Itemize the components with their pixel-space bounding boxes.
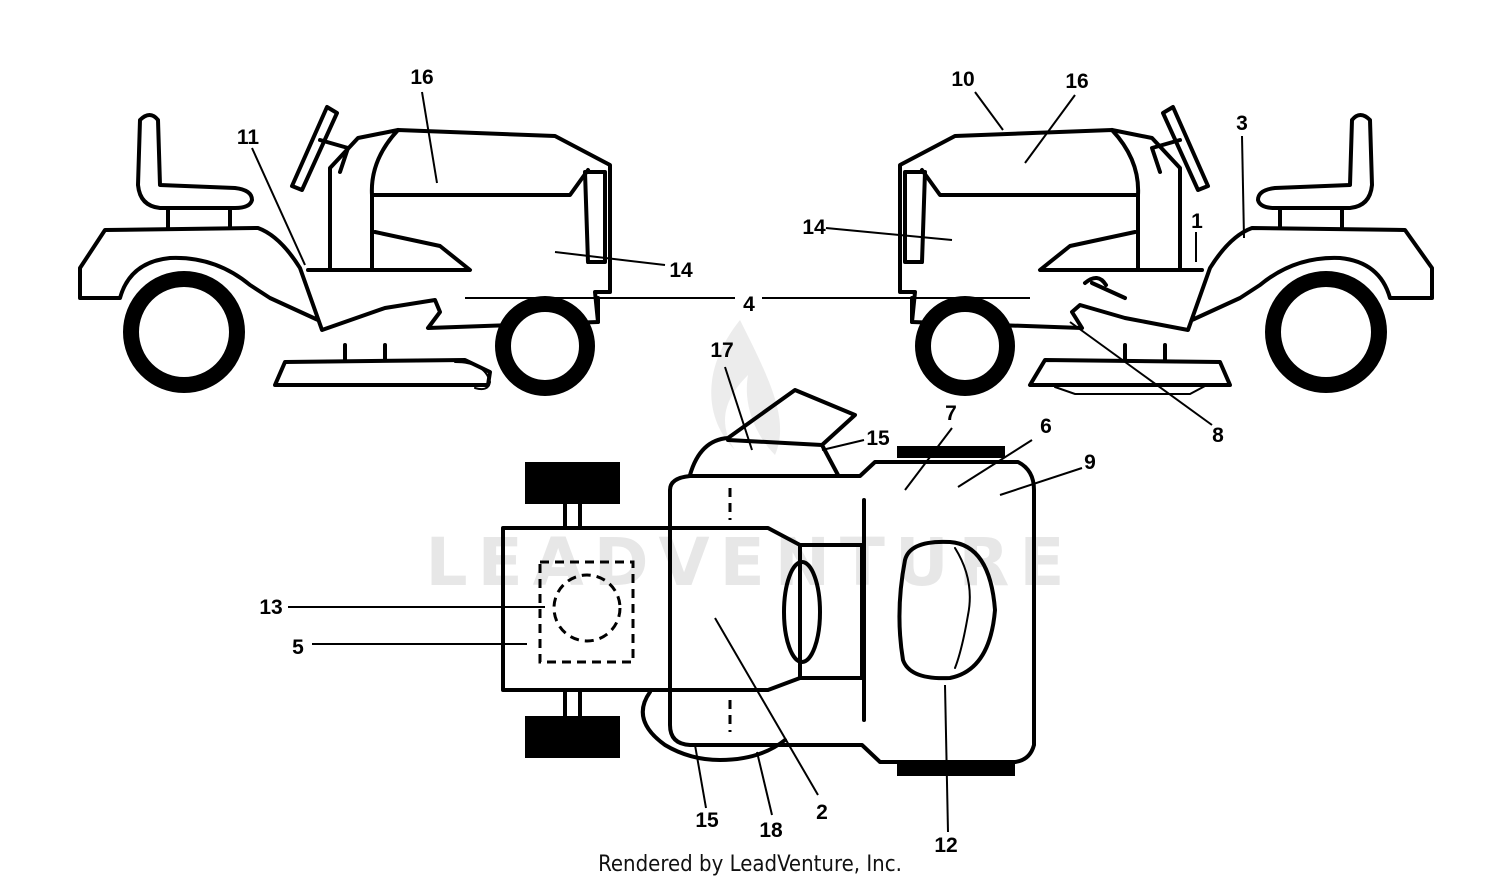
top-rear-tire-upper [525, 462, 620, 504]
top-front-tire-upper [897, 446, 1005, 458]
left-body [78, 226, 600, 332]
right-mower-deck [1028, 358, 1232, 387]
callout-10: 10 [951, 68, 974, 91]
callout-2: 2 [816, 801, 828, 824]
callout-8: 8 [1212, 424, 1224, 447]
callout-1: 1 [1191, 210, 1203, 233]
callout-6: 6 [1040, 415, 1052, 438]
right-side-view [898, 105, 1434, 396]
right-rear-wheel [1265, 271, 1387, 393]
top-tractor-body [501, 526, 864, 692]
callout-9: 9 [1084, 451, 1096, 474]
callouts: 16 11 14 4 10 16 3 14 1 8 17 15 7 6 9 13… [237, 66, 1248, 857]
callout-13: 13 [259, 596, 282, 619]
right-seat [1256, 113, 1374, 210]
right-body [910, 226, 1434, 332]
top-steering-oval [897, 539, 997, 681]
callout-3: 3 [1236, 112, 1248, 135]
callout-7: 7 [945, 402, 957, 425]
callout-15-bottom: 15 [695, 809, 719, 832]
right-front-wheel [915, 296, 1015, 396]
top-discharge-chute [688, 388, 857, 477]
callout-14-left: 14 [669, 259, 693, 282]
callout-11: 11 [237, 126, 260, 149]
callout-5: 5 [292, 636, 304, 659]
left-mower-deck [273, 358, 492, 387]
watermark-text: LEADVENTURE [426, 524, 1075, 601]
callout-17: 17 [710, 339, 733, 362]
top-mower-deck [668, 460, 1036, 764]
callout-14-right: 14 [802, 216, 826, 239]
left-hood [328, 128, 612, 324]
watermark-flame-icon [711, 320, 781, 455]
top-engine-outline [538, 560, 635, 664]
left-front-wheel [495, 296, 595, 396]
right-steering-wheel [1161, 105, 1210, 192]
callout-15-top: 15 [866, 427, 890, 450]
left-side-view [78, 105, 612, 396]
left-steering-wheel [290, 105, 339, 192]
top-front-tire-lower [897, 764, 1015, 776]
top-rear-tire-lower [525, 716, 620, 758]
leader-lines [251, 91, 1245, 833]
callout-16-left: 16 [410, 66, 433, 89]
callout-16-right: 16 [1065, 70, 1088, 93]
footer-credit: Rendered by LeadVenture, Inc. [598, 852, 902, 877]
left-seat [136, 113, 254, 210]
callout-12: 12 [934, 834, 957, 857]
top-view [501, 388, 1036, 776]
left-rear-wheel [123, 271, 245, 393]
right-hood [898, 128, 1182, 324]
callout-18: 18 [759, 819, 783, 842]
callout-4: 4 [743, 293, 755, 316]
watermark: LEADVENTURE [426, 320, 1075, 601]
